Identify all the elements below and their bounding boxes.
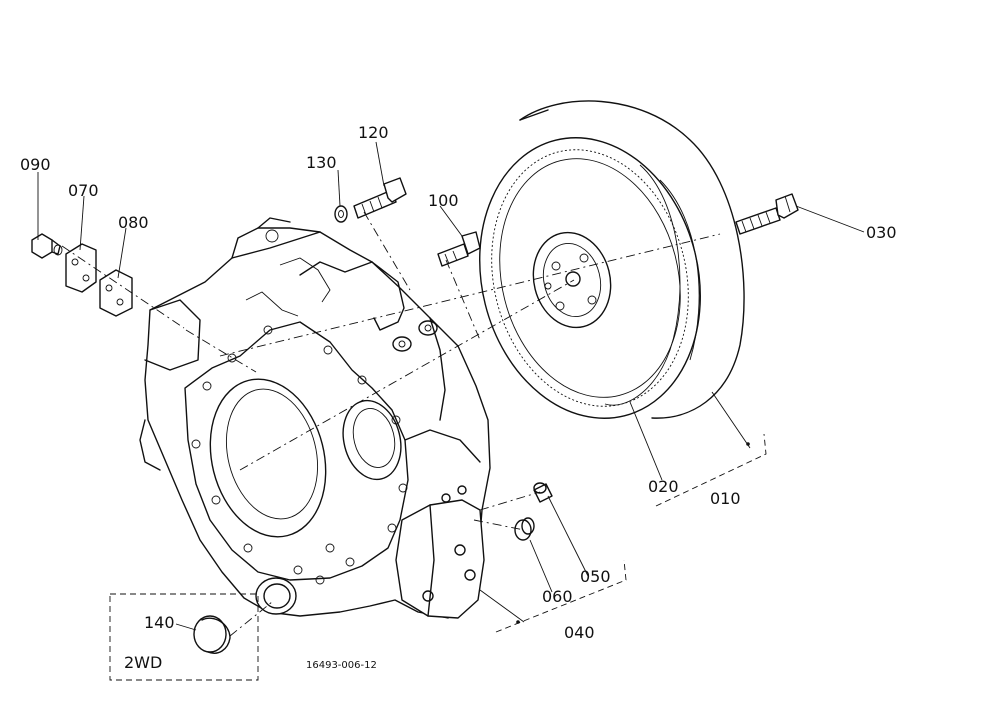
seal-plug-140[interactable]	[193, 615, 231, 654]
assembly-centerlines	[61, 211, 721, 637]
flywheel-bolt-030[interactable]	[735, 193, 799, 235]
dowel-pin-050[interactable]	[533, 482, 553, 503]
bracket-dot-040	[516, 620, 520, 624]
variant-2wd-box	[109, 593, 259, 681]
bracket-dot-010	[746, 442, 750, 446]
label-120: 120	[358, 123, 389, 142]
label-090: 090	[20, 155, 51, 174]
label-020: 020	[648, 477, 679, 496]
bush-060[interactable]	[514, 517, 535, 541]
group-bracket-040	[495, 559, 627, 633]
label-130: 130	[306, 153, 337, 172]
bolt-100[interactable]	[437, 231, 481, 267]
bolt-120[interactable]	[353, 177, 407, 219]
group-bracket-010	[655, 433, 767, 507]
label-010: 010	[710, 489, 741, 508]
plug-090[interactable]	[31, 233, 63, 259]
label-060: 060	[542, 587, 573, 606]
label-070: 070	[68, 181, 99, 200]
drawing-number: 16493-006-12	[306, 660, 377, 671]
cover-plate-070[interactable]	[65, 243, 97, 293]
flywheel[interactable]	[451, 100, 745, 442]
label-030: 030	[866, 223, 897, 242]
washer-130[interactable]	[334, 205, 348, 223]
leader-lines	[37, 141, 865, 631]
flywheel-housing[interactable]	[139, 217, 491, 619]
label-140: 140	[144, 613, 175, 632]
label-040: 040	[564, 623, 595, 642]
gasket-080[interactable]	[99, 269, 133, 317]
label-080: 080	[118, 213, 149, 232]
variant-label: 2WD	[124, 653, 162, 672]
label-050: 050	[580, 567, 611, 586]
label-100: 100	[428, 191, 459, 210]
